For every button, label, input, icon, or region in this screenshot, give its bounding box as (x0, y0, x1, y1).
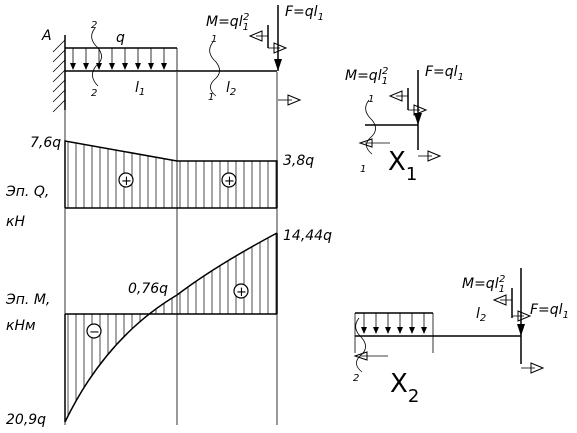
shear-sign-1: + (121, 174, 132, 189)
x2-force-label: F=ql1 (530, 302, 569, 321)
shear-title: Эп. Q, (5, 184, 49, 200)
x2-moment-label: M=ql12 (462, 274, 505, 295)
section-x2: 2 M=ql12 F=ql1 l2 X2 (353, 268, 569, 407)
moment-right-value: 14,44q (283, 228, 332, 244)
moment-title: Эп. M, (5, 292, 50, 308)
x1-variable: X1 (388, 147, 417, 185)
distributed-load (65, 47, 178, 71)
moment-left-value: 20,9q (6, 412, 46, 428)
section1-bottom: 1 (208, 92, 214, 103)
shear-unit: кН (6, 214, 25, 230)
x2-distributed-load (361, 313, 427, 334)
force-label: F=ql1 (285, 4, 324, 23)
load-q-label: q (116, 30, 125, 46)
x1-force-label: F=ql1 (425, 64, 464, 83)
beam-scheme: A q 2 2 1 1 l1 l2 M=ql12 (41, 4, 324, 113)
shear-diagram: + + 7,6q 3,8q Эп. Q, кН (5, 135, 314, 230)
shear-left-value: 7,6q (30, 135, 61, 151)
guide-lines (64, 72, 278, 425)
moment-label: M=ql12 (206, 12, 249, 33)
shear-right-value: 3,8q (283, 153, 314, 169)
moment-icon (248, 25, 288, 54)
x2-cut: 2 (353, 373, 359, 384)
fixed-support (52, 35, 66, 113)
span2-label: l2 (226, 80, 236, 98)
x2-variable: X2 (390, 369, 419, 407)
moment-sign-neg: − (89, 325, 100, 340)
x2-span-label: l2 (476, 306, 486, 324)
x1-moment-label: M=ql12 (345, 66, 388, 87)
moment-unit: кНм (6, 318, 36, 334)
section2-bottom: 2 (91, 88, 97, 99)
x1-cut-top: 1 (368, 94, 374, 105)
force-arrow-icon (274, 5, 302, 106)
section2-top: 2 (91, 20, 97, 31)
section-x1: 1 1 M=ql12 F=ql1 X1 (345, 64, 464, 185)
support-label: A (41, 28, 52, 44)
section1-top: 1 (211, 34, 217, 45)
x1-cut-bottom: 1 (360, 164, 366, 175)
span1-label: l1 (135, 80, 145, 98)
moment-mid-value: 0,76q (128, 281, 168, 297)
moment-diagram: − + 14,44q 0,76q 20,9q Эп. M, кНм (5, 228, 332, 428)
moment-sign-pos: + (236, 285, 247, 300)
shear-sign-2: + (224, 174, 235, 189)
